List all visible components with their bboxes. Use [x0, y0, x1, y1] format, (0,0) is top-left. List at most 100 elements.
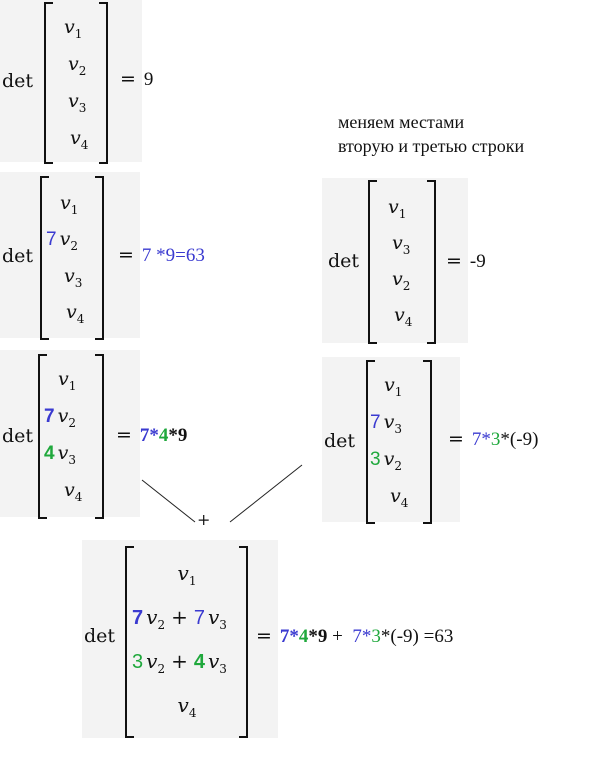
matrix-row: v2 [50, 53, 150, 78]
subscript: 1 [188, 573, 197, 588]
subscript: 1 [68, 378, 77, 393]
result-part: 7 [139, 425, 150, 446]
result-5: =7*3*(-9) [448, 428, 538, 451]
det-label: det [2, 245, 34, 267]
result-6: =7*4*9 + 7*3*(-9) =63 [256, 625, 453, 648]
result-part: 7* [352, 626, 372, 647]
subscript: 3 [402, 242, 411, 257]
right-bracket [95, 354, 104, 519]
matrix-row: v1 [46, 192, 142, 217]
result-part: 7 *9=63 [141, 245, 205, 266]
coefficient: 4 [193, 650, 205, 673]
subscript: 2 [402, 278, 411, 293]
note-line-2: вторую и третью строки [338, 136, 525, 156]
vector-v2: v2 [383, 448, 402, 473]
equals-sign: = [116, 424, 132, 446]
vector-v4: v4 [177, 692, 197, 720]
subscript: 2 [157, 617, 166, 632]
subscript: 2 [157, 661, 166, 676]
vector-v4: v4 [390, 485, 409, 510]
subscript: 1 [74, 26, 83, 41]
result-part: + [327, 626, 353, 647]
equals-sign: = [120, 68, 136, 90]
vector-v3: v3 [64, 264, 83, 290]
matrix-row: v1 [50, 16, 150, 41]
result-part: 7* [471, 429, 491, 450]
result-part: *9 [308, 626, 328, 647]
matrix-row: v4 [374, 304, 474, 329]
subscript: 2 [70, 239, 78, 254]
result-part: 7 [279, 626, 290, 647]
vector-v2: v2 [57, 405, 76, 430]
matrix-row: v1 [370, 374, 470, 399]
matrix-panel-5 [322, 357, 460, 522]
subscript: 1 [70, 202, 79, 217]
vector-v2: v2 [146, 648, 166, 676]
det-label: det [84, 625, 116, 647]
subscript: 3 [78, 100, 87, 115]
subscript: 2 [78, 63, 87, 78]
result-part: 9 [143, 69, 154, 90]
matrix-panel-1 [0, 0, 142, 162]
result-part: 3 [371, 626, 381, 647]
coefficient: 7 [193, 606, 205, 629]
vector-v1: v1 [388, 195, 407, 221]
coefficient: 4 [44, 443, 55, 465]
vector-v2: v2 [392, 267, 411, 293]
right-bracket [95, 176, 104, 340]
coefficient: 7 [44, 406, 55, 428]
result-part: *(-9) [500, 429, 539, 450]
note-line-1: меняем местами [338, 112, 465, 132]
matrix-row: v4 [370, 485, 470, 510]
result-2: = 7 *9=63 [118, 244, 205, 267]
left-bracket [368, 180, 377, 344]
equals-sign: = [256, 625, 272, 647]
right-bracket [99, 2, 108, 164]
coefficient: 7 [132, 606, 144, 629]
plus-sign: + [197, 510, 211, 529]
vector-v2: v2 [68, 53, 87, 78]
result-4: =-9 [446, 250, 486, 273]
left-bracket [366, 360, 375, 524]
subscript: 1 [394, 384, 403, 399]
result-part: *9 [168, 425, 188, 446]
det-label: det [2, 425, 34, 447]
result-part: 4 [158, 425, 169, 446]
left-bracket [40, 176, 49, 340]
coefficient: 3 [370, 449, 381, 471]
plus-operator: + [171, 648, 188, 673]
connector-right [229, 464, 303, 523]
det-label: det [324, 430, 356, 452]
left-bracket [38, 354, 47, 519]
matrix-row: v3 [374, 232, 474, 257]
result-part: * [289, 626, 299, 647]
left-bracket [125, 546, 134, 738]
matrix-row: v4 [50, 127, 150, 152]
vector-v1: v1 [177, 560, 197, 588]
matrix-panel-4 [322, 178, 468, 343]
matrix-row: v2 [374, 268, 474, 293]
right-bracket [239, 546, 248, 738]
vector-v3: v3 [207, 648, 227, 676]
matrix-panel-3 [0, 350, 140, 517]
subscript: 4 [74, 489, 83, 504]
vector-v1: v1 [58, 368, 77, 393]
vector-v2: v2 [146, 604, 166, 632]
equals-sign: = [118, 244, 134, 266]
det-label: det [2, 70, 34, 92]
right-bracket [423, 360, 432, 524]
result-1: =9 [120, 68, 153, 91]
vector-v4: v4 [64, 479, 83, 504]
matrix-row: v3 [46, 265, 142, 290]
subscript: 3 [68, 452, 76, 467]
matrix-row: v1 [44, 368, 140, 393]
right-bracket [427, 180, 436, 344]
